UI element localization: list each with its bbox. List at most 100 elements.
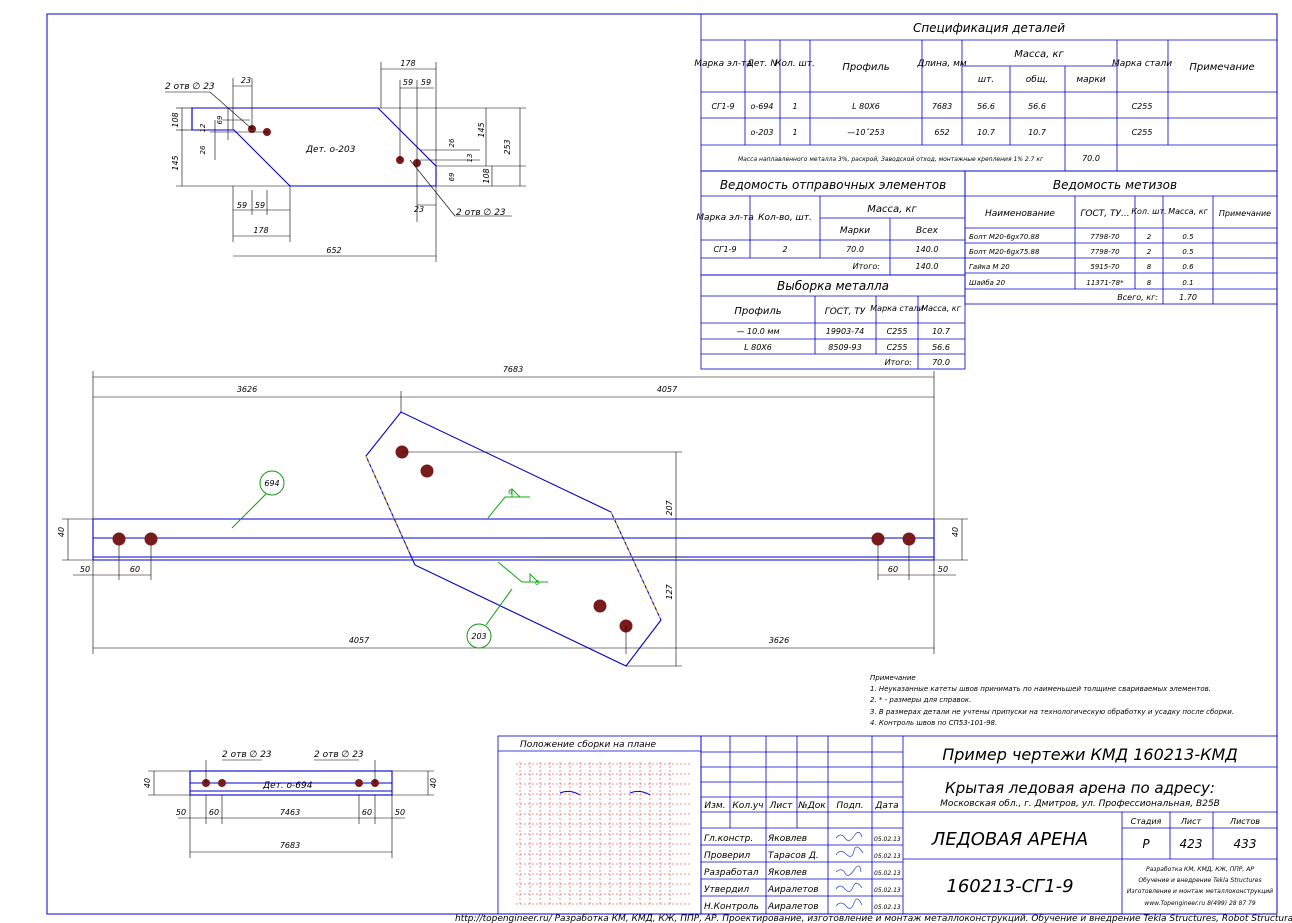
dim-694-60: 60: [209, 808, 219, 817]
dim-203-178b: 178: [253, 226, 268, 235]
tb-date-1: 05.02.13: [874, 836, 901, 843]
spec-r2-m1: 10.7: [977, 128, 996, 137]
dim-203-145r: 145: [477, 122, 486, 137]
tb-sheet: 423: [1180, 837, 1203, 851]
tb-org-1: Разработка КМ, КМД, КЖ, ППР, АР: [1146, 866, 1254, 873]
detail-203-holes-top: 2 отв ∅ 23: [165, 82, 215, 92]
hw-title: Ведомость метизов: [1053, 178, 1177, 192]
dim-asm-50r: 50: [938, 565, 948, 574]
note-4: 4. Контроль швов по СП53-101-98.: [870, 719, 997, 727]
tb-sheets: 433: [1234, 837, 1257, 851]
spec-r2-steel: С255: [1132, 128, 1153, 137]
dim-694-50: 50: [176, 808, 186, 817]
footer-text[interactable]: http://topengineer.ru/ Разработка КМ, КМ…: [455, 914, 1292, 923]
metal-table: Выборка металла Профиль ГОСТ, ТУ Марка с…: [700, 274, 966, 370]
metal-r1-mass: 10.7: [932, 327, 951, 336]
spec-r1-m2: 56.6: [1028, 102, 1046, 111]
tb-col-data: Дата: [874, 801, 898, 811]
spec-h-det: Дет. N: [746, 59, 778, 69]
dim-203-69r: 69: [448, 172, 456, 181]
dim-203-652: 652: [326, 246, 341, 255]
hw-r3-mass: 0.6: [1182, 263, 1194, 271]
dim-694-50r: 50: [395, 808, 405, 817]
tb-object: Крытая ледовая арена по адресу:: [945, 779, 1215, 797]
dim-asm-50: 50: [80, 565, 90, 574]
tb-stage-label: Стадия: [1131, 817, 1162, 826]
tb-col-list: Лист: [769, 801, 794, 811]
ship-r-mark: СГ1-9: [713, 245, 736, 254]
dim-asm-3626b: 3626: [769, 636, 789, 645]
detail-203-label: Дет. о-203: [305, 145, 356, 155]
spec-r1-length: 7683: [932, 102, 952, 111]
metal-r2-steel: С255: [887, 343, 908, 352]
dim-asm-127: 127: [665, 583, 674, 599]
spec-r1-steel: С255: [1132, 102, 1153, 111]
dim-203-59d: 59: [255, 201, 265, 210]
tb-org-2: Обучение и внедрение Tekla Structures: [1138, 877, 1261, 884]
hw-h-note: Примечание: [1219, 209, 1271, 218]
notes-title: Примечание: [870, 674, 916, 682]
spec-h-qty: Кол. шт.: [775, 59, 815, 69]
tb-role-4: Утвердил: [704, 885, 749, 895]
metal-h-gost: ГОСТ, ТУ: [825, 307, 866, 317]
hw-r4-gost: 11371-78*: [1086, 279, 1124, 287]
ship-h-mark2: Марки: [840, 226, 870, 236]
balloon-203: 203: [471, 632, 486, 641]
dim-203-26: 26: [199, 145, 207, 154]
tb-sheets-label: Листов: [1229, 817, 1260, 826]
metal-h-profile: Профиль: [734, 306, 781, 317]
hw-r2-name: Болт М20-6gx75.88: [969, 248, 1040, 256]
dim-203-178: 178: [400, 59, 415, 68]
tb-address: Московская обл., г. Дмитров, ул. Професс…: [940, 799, 1220, 809]
dim-203-13: 13: [466, 154, 474, 163]
dim-694-7463: 7463: [280, 808, 300, 817]
ship-h-qty: Кол-во, шт.: [758, 213, 812, 223]
metal-total-label: Итого:: [885, 358, 913, 367]
dim-asm-60r: 60: [888, 565, 898, 574]
tb-date-3: 05.02.13: [874, 870, 901, 877]
hw-r3-gost: 5915-70: [1090, 263, 1120, 271]
plan-grid: [516, 762, 690, 905]
tb-code: 160213-СГ1-9: [946, 876, 1073, 897]
spec-r1-mark: СГ1-9: [711, 102, 734, 111]
plan-title: Положение сборки на плане: [520, 740, 656, 750]
tb-name-4: Аиралетов: [767, 885, 819, 895]
hw-r1-name: Болт М20-6gx70.88: [969, 233, 1040, 241]
tb-sheet-label: Лист: [1180, 817, 1202, 826]
tb-name: ЛЕДОВАЯ АРЕНА: [931, 829, 1088, 850]
dim-203-12: 12: [199, 123, 207, 132]
dim-asm-7683: 7683: [503, 365, 523, 374]
hw-h-gost: ГОСТ, ТУ...: [1080, 209, 1129, 219]
title-block: Изм. Кол.уч Лист №Док Подп. Дата Гл.конс…: [700, 735, 1278, 915]
hw-r3-qty: 8: [1147, 263, 1152, 271]
spec-title: Спецификация деталей: [913, 21, 1065, 35]
dim-694-60r: 60: [362, 808, 372, 817]
metal-r2-mass: 56.6: [932, 343, 950, 352]
hw-r2-mass: 0.5: [1182, 248, 1194, 256]
spec-r2-qty: 1: [792, 128, 797, 137]
hw-table: Ведомость метизов Наименование ГОСТ, ТУ.…: [964, 170, 1278, 305]
dim-203-23: 23: [241, 76, 251, 85]
spec-table: Спецификация деталей Марка эл-та Дет. N …: [694, 13, 1278, 172]
detail-694: Дет. о-694 2 отв ∅ 23 2 отв ∅ 23 40 40 5…: [143, 750, 438, 858]
detail-694-holes-left: 2 отв ∅ 23: [222, 750, 272, 760]
hw-r1-qty: 2: [1147, 233, 1152, 241]
tb-org-4: www.Topengineer.ru 8(499) 28 87 79: [1144, 900, 1256, 907]
metal-r1-steel: С255: [887, 327, 908, 336]
tb-role-3: Разработал: [704, 868, 759, 878]
dim-203-26r: 26: [448, 138, 456, 147]
assembly-bolts: [112, 445, 916, 633]
detail-694-holes-right: 2 отв ∅ 23: [314, 750, 364, 760]
metal-total: 70.0: [932, 358, 950, 367]
spec-h-profile: Профиль: [842, 62, 889, 73]
tb-name-1: Яковлев: [767, 834, 807, 844]
tb-date-5: 05.02.13: [874, 904, 901, 911]
ship-total-label: Итого:: [853, 262, 881, 271]
tb-col-izm: Изм.: [704, 801, 725, 811]
hw-r1-gost: 7798-70: [1090, 233, 1120, 241]
ship-title: Ведомость отправочных элементов: [720, 178, 946, 192]
dim-asm-207: 207: [665, 499, 674, 515]
dim-asm-4057: 4057: [657, 385, 678, 394]
dim-203-23b: 23: [414, 205, 424, 214]
ship-h-mark: Марка эл-та: [696, 213, 754, 223]
